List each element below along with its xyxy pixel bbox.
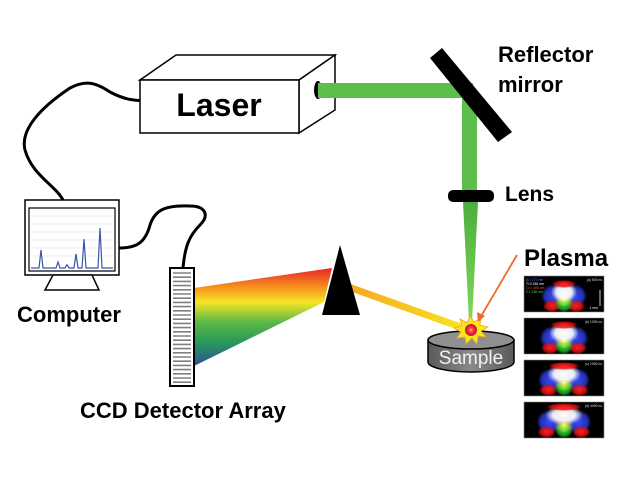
ccd-label: CCD Detector Array: [80, 398, 287, 423]
plasma-emission-blob: [541, 342, 560, 354]
scale-bar-label: 1 mm: [590, 306, 599, 310]
plasma-legend-entry: Ti II 335 nm: [526, 282, 544, 286]
plasma-emission-blob: [570, 384, 589, 396]
plasma-panel-time-label: (b) 1000 ns: [585, 320, 602, 324]
plasma-emission-blob: [539, 384, 558, 396]
laser-label: Laser: [176, 87, 261, 123]
laser-cable: [22, 81, 154, 201]
plasma-emission-blob: [537, 426, 556, 438]
plasma-emission-blob: [568, 342, 587, 354]
computer-label: Computer: [17, 302, 121, 327]
plasma-arrowhead: [477, 312, 485, 322]
plasma-panel-time-label: (a) 500 ns: [587, 278, 603, 282]
screen-gridlines: [31, 215, 113, 257]
sample: Sample: [427, 330, 515, 373]
plasma-image-panel: (b) 1000 ns: [523, 317, 605, 355]
plasma-emission-blob: [550, 321, 578, 329]
monitor-stand: [43, 274, 101, 291]
plasma-emission-blob: [548, 362, 580, 370]
computer: [24, 199, 120, 291]
plasma-legend-entry: Al I 777 nm: [526, 278, 543, 282]
ccd-cable: [118, 204, 207, 269]
mirror-label-line2: mirror: [498, 72, 563, 97]
plasma-panel-time-label: (d) 4000 ns: [585, 404, 602, 408]
plasma-panel-time-label: (c) 2000 ns: [585, 362, 602, 366]
plasma-emission-beam: [345, 282, 470, 334]
ccd-detector: [169, 267, 195, 387]
laser-box: Laser: [137, 53, 338, 135]
lens: [448, 190, 494, 202]
lens-label: Lens: [505, 183, 554, 206]
plasma-label: Plasma: [524, 245, 609, 272]
laser-beam-vertical: [462, 90, 477, 190]
plasma-legend-entry: Cu I 386 nm: [526, 286, 545, 290]
plasma-emission-blob: [546, 403, 582, 411]
plasma-image-panel: (c) 2000 ns: [523, 359, 605, 397]
mirror-label-line1: Reflector: [498, 42, 594, 67]
plasma-image-panel: (d) 4000 ns: [523, 401, 605, 439]
prism: [322, 245, 360, 315]
laser-beam-horizontal: [318, 83, 473, 98]
sample-label: Sample: [439, 348, 503, 369]
plasma-core: [465, 324, 477, 336]
screen-spectrum-line: [31, 227, 113, 269]
plasma-emission-blob: [552, 280, 576, 288]
plasma-arrow: [479, 254, 518, 319]
plasma-legend-entry: C I 248 nm: [526, 290, 543, 294]
focused-laser-cone: [463, 202, 478, 322]
plasma-emission-blob: [572, 426, 591, 438]
reflector-mirror: [430, 48, 512, 142]
dispersed-spectrum: [194, 268, 332, 366]
